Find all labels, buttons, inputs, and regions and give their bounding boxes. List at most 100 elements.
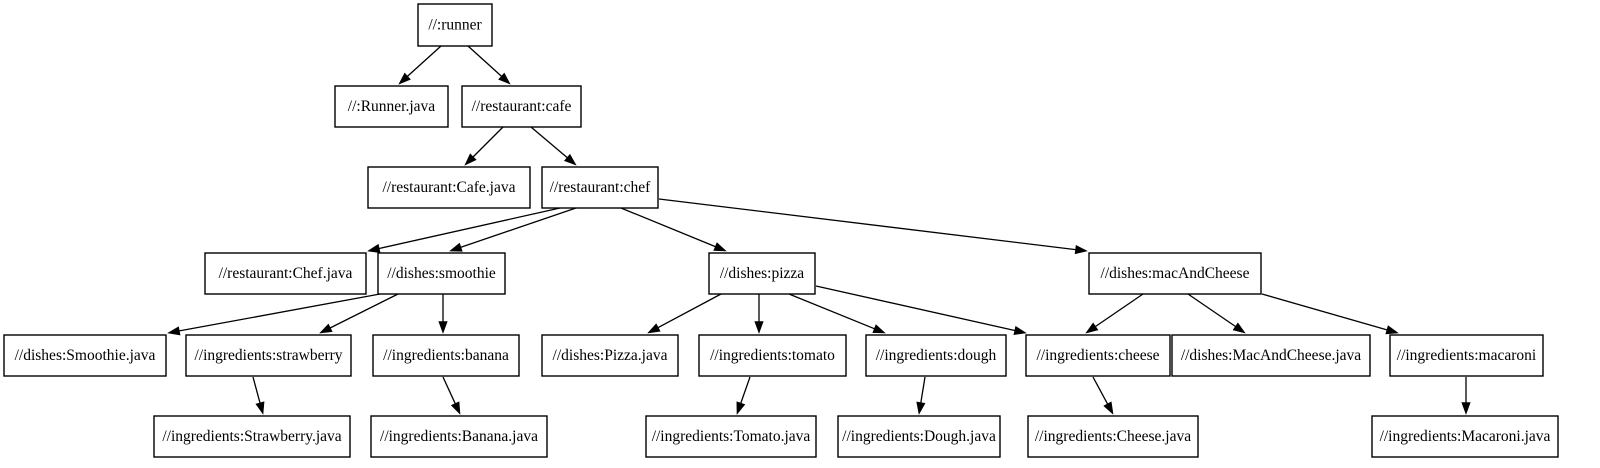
graph-node-cafe_java[interactable]: //restaurant:Cafe.java [367, 166, 531, 209]
edge-arrowhead-icon [1232, 322, 1246, 334]
edge-line [740, 376, 751, 404]
node-box[interactable] [541, 166, 659, 209]
graph-edge [916, 376, 926, 415]
graph-node-ing_dough[interactable]: //ingredients:dough [865, 334, 1007, 377]
graph-node-banana_java[interactable]: //ingredients:Banana.java [370, 415, 548, 458]
graph-node-restaurant_cafe[interactable]: //restaurant:cafe [461, 85, 582, 128]
graph-node-dishes_pizza[interactable]: //dishes:pizza [708, 252, 816, 295]
graph-node-chef_java[interactable]: //restaurant:Chef.java [204, 252, 367, 295]
graph-node-ing_cheese[interactable]: //ingredients:cheese [1025, 334, 1171, 377]
node-label: //ingredients:macaroni [1397, 347, 1537, 364]
graph-edge [467, 45, 511, 85]
node-label: //dishes:pizza [720, 265, 804, 282]
graph-edge [438, 294, 448, 334]
node-box[interactable] [645, 415, 817, 458]
graph-node-pizza_java[interactable]: //dishes:Pizza.java [541, 334, 679, 377]
edge-line [442, 376, 456, 404]
edge-arrowhead-icon [647, 323, 661, 334]
node-box[interactable] [372, 334, 520, 377]
node-box[interactable] [708, 252, 816, 295]
graph-edge [464, 126, 504, 166]
edge-line [815, 285, 1015, 332]
node-box[interactable] [1088, 252, 1262, 295]
graph-node-ing_strawberry[interactable]: //ingredients:strawberry [185, 334, 352, 377]
node-label: //ingredients:tomato [710, 347, 835, 364]
node-box[interactable] [1171, 334, 1371, 377]
edge-arrowhead-icon [398, 72, 411, 85]
graph-edge [647, 293, 722, 334]
graph-node-tomato_java[interactable]: //ingredients:Tomato.java [645, 415, 817, 458]
node-box[interactable] [334, 85, 449, 128]
node-box[interactable] [1025, 334, 1171, 377]
node-box[interactable] [204, 252, 367, 295]
edge-line [1187, 293, 1236, 328]
graph-node-dishes_smoothie[interactable]: //dishes:smoothie [377, 252, 506, 295]
node-box[interactable] [153, 415, 351, 458]
edge-arrowhead-icon [319, 323, 333, 334]
edge-arrowhead-icon [449, 242, 463, 252]
graph-node-dough_java[interactable]: //ingredients:Dough.java [837, 415, 1001, 458]
node-box[interactable] [1389, 334, 1544, 377]
graph-node-ing_banana[interactable]: //ingredients:banana [372, 334, 520, 377]
node-box[interactable] [461, 85, 582, 128]
edge-line [252, 376, 261, 404]
edge-arrowhead-icon [1085, 322, 1099, 334]
node-label: //dishes:smoothie [387, 265, 496, 282]
node-box[interactable] [185, 334, 352, 377]
edge-line [1261, 293, 1388, 331]
node-box[interactable] [541, 334, 679, 377]
edge-arrowhead-icon [438, 321, 448, 334]
node-label: //ingredients:cheese [1036, 347, 1159, 364]
graph-edge [442, 376, 461, 415]
edge-line [1092, 376, 1109, 405]
edge-arrowhead-icon [563, 153, 577, 166]
node-label: //restaurant:Cafe.java [383, 179, 516, 196]
graph-edge [530, 126, 577, 166]
node-label: //restaurant:cafe [472, 98, 572, 115]
graph-edge [1085, 293, 1144, 334]
graph-edge [252, 376, 265, 415]
graph-node-macaroni_java[interactable]: //ingredients:Macaroni.java [1371, 415, 1559, 458]
node-label: //ingredients:Strawberry.java [162, 428, 341, 445]
graph-node-strawberry_java[interactable]: //ingredients:Strawberry.java [153, 415, 351, 458]
node-box[interactable] [1027, 415, 1199, 458]
node-box[interactable] [837, 415, 1001, 458]
node-box[interactable] [417, 3, 493, 47]
graph-node-mac_java[interactable]: //dishes:MacAndCheese.java [1171, 334, 1371, 377]
graph-node-runner_java[interactable]: //:Runner.java [334, 85, 449, 128]
edge-line [920, 376, 926, 403]
node-box[interactable] [698, 334, 847, 377]
graph-edge [815, 285, 1027, 335]
graph-edge [788, 293, 886, 334]
edges-layer [167, 45, 1471, 415]
edge-line [460, 207, 577, 248]
node-label: //restaurant:chef [550, 179, 652, 196]
node-label: //ingredients:strawberry [194, 347, 342, 364]
graph-node-ing_tomato[interactable]: //ingredients:tomato [698, 334, 847, 377]
edge-arrowhead-icon [1461, 402, 1471, 415]
graph-node-smoothie_java[interactable]: //dishes:Smoothie.java [3, 334, 167, 377]
graph-edge [319, 293, 399, 334]
node-box[interactable] [3, 334, 167, 377]
graph-node-restaurant_chef[interactable]: //restaurant:chef [541, 166, 659, 209]
graph-node-ing_macaroni[interactable]: //ingredients:macaroni [1389, 334, 1544, 377]
graph-node-cheese_java[interactable]: //ingredients:Cheese.java [1027, 415, 1199, 458]
node-label: //dishes:Pizza.java [553, 347, 668, 364]
edge-line [472, 126, 504, 158]
graph-node-runner[interactable]: //:runner [417, 3, 493, 47]
node-box[interactable] [1371, 415, 1559, 458]
node-box[interactable] [377, 252, 506, 295]
node-label: //ingredients:Cheese.java [1035, 428, 1191, 445]
node-box[interactable] [370, 415, 548, 458]
edge-arrowhead-icon [498, 72, 511, 85]
node-box[interactable] [367, 166, 531, 209]
graph-edge [1261, 293, 1399, 335]
edge-line [658, 198, 1076, 251]
graph-edge [1461, 377, 1471, 415]
edge-arrowhead-icon [736, 401, 746, 415]
node-box[interactable] [865, 334, 1007, 377]
graph-node-dishes_mac[interactable]: //dishes:macAndCheese [1088, 252, 1262, 295]
node-label: //dishes:MacAndCheese.java [1181, 347, 1361, 364]
edge-arrowhead-icon [1013, 325, 1027, 335]
edge-line [620, 207, 716, 248]
